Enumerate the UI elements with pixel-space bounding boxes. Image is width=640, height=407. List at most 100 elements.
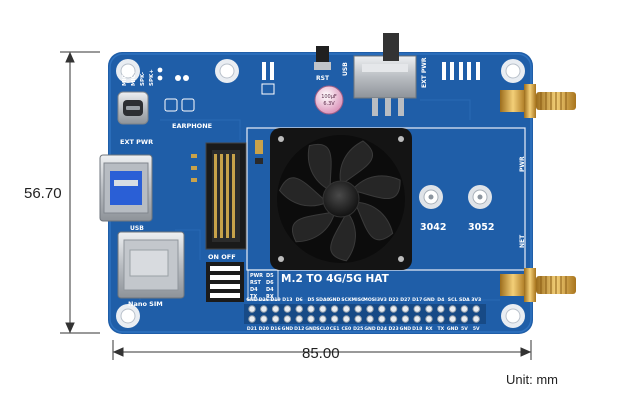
- gpio-top-label: D4: [437, 297, 444, 303]
- gpio-top-label: SCL: [448, 297, 458, 303]
- unit-label: Unit: mm: [506, 372, 558, 387]
- pwr-label: PWR: [519, 156, 526, 172]
- led-legend-left: RST: [250, 280, 261, 286]
- gpio-top-label: D5: [307, 297, 314, 303]
- rst-button: [314, 46, 331, 70]
- top-left-pin-labels: MIC-MIC+SPK-SPK+: [122, 69, 155, 86]
- fan-blade: [339, 140, 374, 186]
- standoff-label-3042: 3042: [420, 222, 446, 233]
- gpio-pin: [271, 305, 280, 313]
- gpio-pin: [319, 305, 327, 313]
- ext-pwr-top-label: EXT PWR: [421, 57, 428, 88]
- gpio-header: GNDD21D26D20D19D16D13GNDD6D12D5GNDSDA0SC…: [244, 297, 486, 332]
- svg-text:100μF: 100μF: [321, 94, 337, 100]
- gpio-pin: [366, 305, 374, 313]
- net-label: NET: [519, 234, 526, 248]
- gpio-bottom-label: D21: [247, 326, 257, 332]
- gpio-pin: [307, 305, 315, 313]
- gpio-top-label: SDA0: [316, 297, 330, 303]
- gpio-bottom-label: TX: [437, 326, 444, 332]
- standoff-3042: [419, 185, 443, 209]
- fan-blade: [353, 201, 394, 241]
- usb-c-port: [117, 91, 149, 125]
- gpio-top-label: GND: [423, 297, 435, 303]
- mounting-holes: [116, 59, 525, 328]
- gpio-pin: [413, 305, 421, 313]
- gpio-top-label: D13: [282, 297, 292, 303]
- gpio-bottom-label: D24: [377, 326, 387, 332]
- gpio-bottom-label: GND: [400, 326, 412, 332]
- gpio-top-label: D26: [259, 297, 269, 303]
- gpio-bottom-label: CE1: [330, 326, 340, 332]
- gpio-bottom-label: RX: [425, 326, 433, 332]
- nano-sim-slot: [117, 231, 185, 299]
- gpio-pin: [472, 315, 480, 323]
- led-legend-left: D4: [250, 287, 258, 293]
- electrolytic-capacitor: 100μF 6.3V: [314, 85, 344, 115]
- gpio-pin: [425, 305, 433, 313]
- gpio-bottom-label: D25: [353, 326, 363, 332]
- standoff-label-3052: 3052: [468, 222, 494, 233]
- gpio-top-label: GND: [246, 297, 258, 303]
- gpio-top-label: D22: [388, 297, 398, 303]
- gpio-pin: [472, 305, 480, 313]
- gpio-top-label: D27: [400, 297, 410, 303]
- standoff-3052: [468, 185, 492, 209]
- gpio-bottom-label: GND: [305, 326, 317, 332]
- gpio-pin: [248, 305, 256, 313]
- gpio-pin: [330, 315, 339, 323]
- mount-hole-bottom-left: [116, 304, 140, 328]
- nano-sim-label: Nano SIM: [128, 300, 163, 308]
- ext-pwr-left-label: EXT PWR: [120, 138, 153, 146]
- gpio-bottom-label: D20: [259, 326, 269, 332]
- gpio-bottom-label: D12: [294, 326, 304, 332]
- gpio-pin: [401, 315, 410, 323]
- gpio-pin: [283, 305, 292, 313]
- fan-blade: [351, 175, 401, 200]
- gpio-pin: [448, 305, 457, 313]
- gpio-pin: [295, 315, 303, 323]
- gpio-pin: [307, 315, 315, 323]
- gpio-bottom-label: GND: [282, 326, 294, 332]
- gpio-top-label: D19: [270, 297, 280, 303]
- on-off-label: ON OFF: [208, 253, 236, 261]
- gpio-pin: [413, 315, 421, 323]
- fan-blade: [278, 177, 329, 207]
- fan-blade: [291, 210, 336, 243]
- sma-antenna-top: [500, 84, 576, 118]
- gpio-bottom-label: GND: [364, 326, 376, 332]
- led-legend-right: D5: [266, 273, 274, 279]
- top-left-pin-label: SPK-: [140, 72, 146, 86]
- usb-left-label: USB: [130, 225, 144, 232]
- gpio-pin: [389, 305, 398, 313]
- gpio-bottom-label: D18: [412, 326, 422, 332]
- gpio-top-label: SDA: [459, 297, 470, 303]
- gpio-bottom-label: CE0: [342, 326, 352, 332]
- led-legend-right: D6: [266, 280, 274, 286]
- led-legend-right: D4: [266, 287, 274, 293]
- led-legend-left: TX: [250, 294, 257, 300]
- gpio-pin: [354, 305, 362, 313]
- board-title: M.2 TO 4G/5G HAT: [281, 273, 390, 285]
- gpio-pin: [378, 315, 386, 323]
- fan-blade: [330, 210, 356, 262]
- gpio-pin: [437, 305, 445, 313]
- mount-hole-top-mid: [215, 59, 239, 83]
- gpio-pin: [295, 305, 303, 313]
- led-legend-box: [247, 269, 279, 301]
- led-legend-right: RX: [266, 294, 274, 300]
- top-left-pin-label: MIC-: [122, 72, 128, 86]
- gpio-pin: [401, 305, 410, 313]
- svg-text:6.3V: 6.3V: [323, 101, 335, 107]
- gpio-top-label: D6: [296, 297, 303, 303]
- width-dimension-label: 85.00: [302, 345, 340, 362]
- gpio-top-label: MISO: [351, 297, 365, 303]
- fan-blades: [278, 140, 401, 262]
- gpio-top-label: 3V3: [377, 297, 387, 303]
- gpio-pin: [378, 305, 386, 313]
- gpio-pin: [354, 315, 362, 323]
- gpio-pin: [437, 315, 445, 323]
- gpio-bottom-label: SCL0: [316, 326, 329, 332]
- gpio-pin: [389, 315, 398, 323]
